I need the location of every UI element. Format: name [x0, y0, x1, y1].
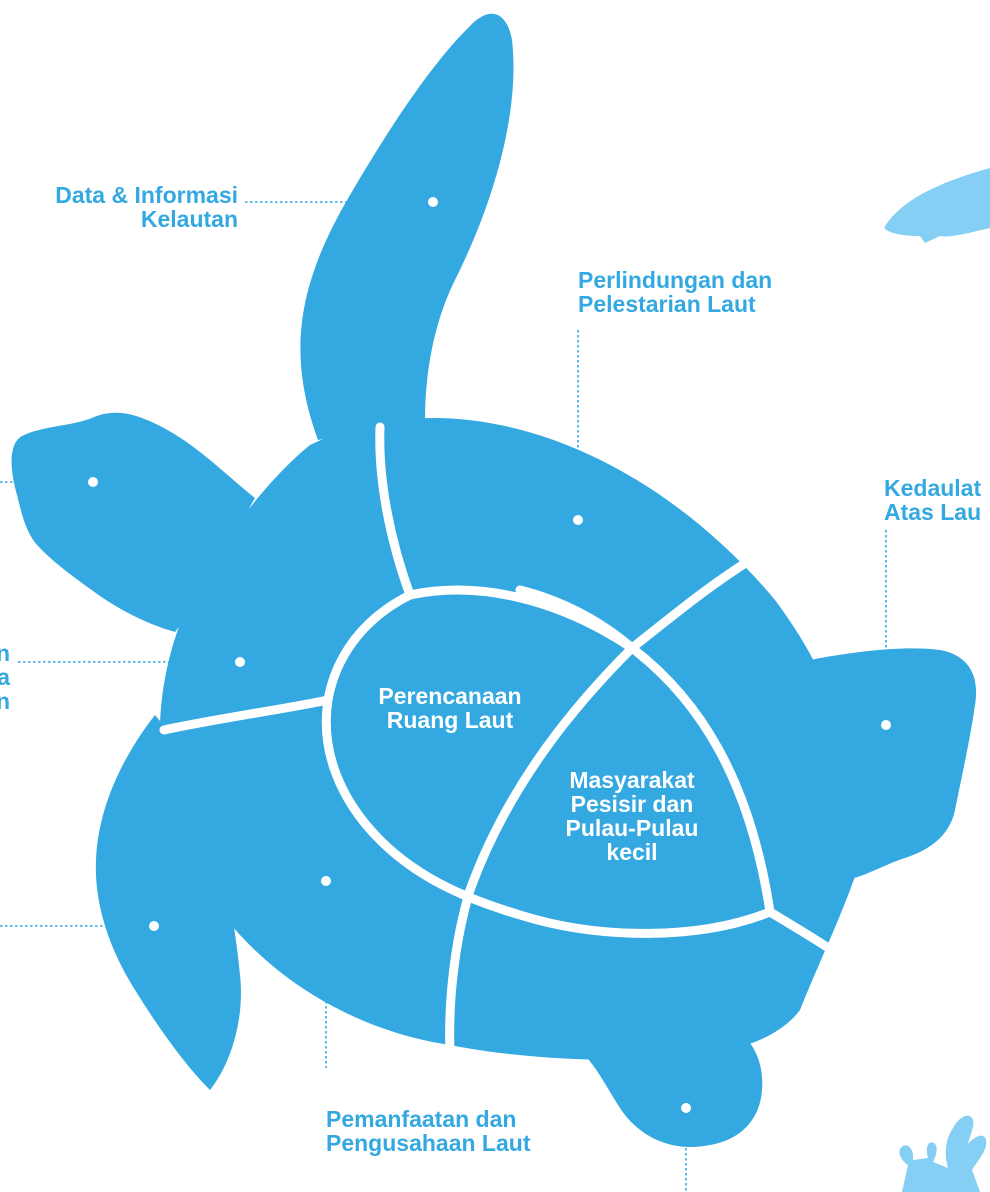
seam-left [159, 695, 333, 735]
label-perencanaan-line2: Ruang Laut [386, 707, 514, 733]
seam-lower-right [765, 907, 863, 973]
dot-front-right-flipper [428, 197, 438, 207]
label-kedaulatan-line2: Atas Lau [884, 499, 982, 525]
turtle-head [11, 412, 256, 632]
label-masyarakat-line4: kecil [606, 839, 658, 865]
seam-inner-left [321, 590, 775, 938]
coral-silhouette [899, 1115, 987, 1192]
shell-outline [159, 417, 859, 1061]
dot-left-plate [235, 657, 245, 667]
label-left-middle-line3: n [0, 688, 10, 714]
front-right-flipper [300, 13, 514, 440]
shell-seams [159, 422, 863, 1057]
label-pemanfaatan: Pemanfaatan dan Pengusahaan Laut [326, 1107, 530, 1155]
label-masyarakat-line2: Pesisir dan [570, 791, 694, 817]
label-data-informasi: Data & Informasi Kelautan [0, 183, 238, 231]
seam-top [375, 422, 415, 600]
label-perlindungan-line1: Perlindungan dan [578, 267, 773, 293]
dot-back-left-flipper [681, 1103, 691, 1113]
back-left-flipper [580, 1031, 763, 1147]
leader-dots [88, 197, 891, 1113]
seam-bottom [445, 885, 475, 1057]
seam-upper-right [627, 552, 760, 653]
label-data-informasi-line1: Data & Informasi [55, 182, 238, 208]
label-left-middle-line1: n [0, 640, 10, 666]
fish-silhouette [884, 168, 990, 243]
shell-segments [159, 417, 863, 1061]
dot-back-right-flipper [881, 720, 891, 730]
seam-inner-right [627, 643, 775, 917]
dot-head [88, 477, 98, 487]
label-perencanaan-line1: Perencanaan [378, 683, 522, 709]
label-masyarakat: Masyarakat Pesisir dan Pulau-Pulau kecil [520, 768, 744, 864]
label-pemanfaatan-line2: Pengusahaan Laut [326, 1130, 531, 1156]
label-pemanfaatan-line1: Pemanfaatan dan [326, 1106, 517, 1132]
leader-lines [0, 201, 887, 1192]
label-perlindungan-line2: Pelestarian Laut [578, 291, 756, 317]
label-left-middle-line2: a [0, 664, 10, 690]
label-kedaulatan: Kedaulat Atas Lau [884, 476, 981, 524]
label-data-informasi-line2: Kelautan [140, 206, 238, 232]
dot-front-left-flipper [149, 921, 159, 931]
label-perencanaan: Perencanaan Ruang Laut [330, 684, 570, 732]
label-masyarakat-line3: Pulau-Pulau [565, 815, 699, 841]
label-left-middle: n a n [0, 641, 10, 713]
label-perlindungan: Perlindungan dan Pelestarian Laut [578, 268, 772, 316]
dot-lower-left-plate [321, 876, 331, 886]
seam-upper-left [515, 585, 637, 653]
label-kedaulatan-line1: Kedaulat [884, 475, 982, 501]
dot-top-right-plate [573, 515, 583, 525]
label-masyarakat-line1: Masyarakat [569, 767, 695, 793]
seam-center-diagonal [465, 643, 637, 895]
